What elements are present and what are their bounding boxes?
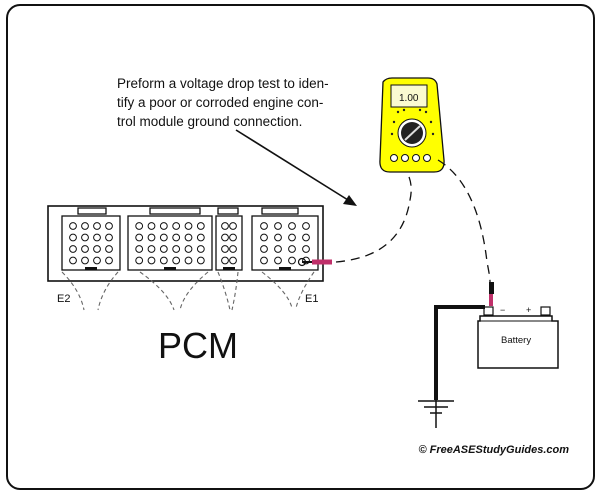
battery-negative-sign: −: [500, 305, 505, 315]
connector-pin: [93, 222, 101, 230]
connector-pin: [93, 233, 101, 242]
connector-pin: [159, 222, 168, 230]
connector-pin: [147, 245, 156, 253]
meter-display-reading: 1.00: [399, 93, 419, 104]
connector-pin: [93, 256, 101, 265]
test-lead-battery: [437, 159, 491, 283]
note-line-2: tify a poor or corroded engine con-: [117, 95, 324, 110]
ground-symbol: [418, 400, 454, 428]
pcm-connectors: [61, 215, 319, 271]
connector-pin: [159, 245, 168, 253]
connector-pin: [105, 222, 113, 230]
test-lead-pcm: [335, 169, 412, 263]
connector-pin: [274, 233, 282, 242]
connector-pin: [69, 222, 77, 230]
connector-pin: [196, 256, 205, 265]
connector-pin: [172, 233, 181, 242]
pcm-module: [47, 205, 324, 311]
connector-pin: [69, 256, 77, 265]
connector-latch: [164, 267, 176, 270]
connector-pin: [184, 233, 193, 242]
connector-pin: [196, 222, 205, 230]
connector-latch: [85, 267, 97, 270]
connector-pin: [288, 256, 296, 265]
connector-pin: [81, 233, 89, 242]
note-line-3: trol module ground connection.: [117, 114, 303, 129]
connector-pin: [229, 245, 237, 253]
pointer-arrow: [235, 129, 357, 206]
connector-pin: [274, 222, 282, 230]
connector-pin: [81, 245, 89, 253]
connector-pin: [172, 222, 181, 230]
connector-pin: [274, 245, 282, 253]
pcm-probe: [297, 257, 332, 267]
connector-pin: [302, 233, 310, 242]
connector-pin: [229, 222, 237, 230]
connector-pin: [229, 256, 237, 265]
connector-pin: [221, 256, 229, 265]
connector-pin: [229, 233, 237, 242]
instruction-note: Preform a voltage drop test to iden- tif…: [117, 74, 367, 131]
connector-pin: [288, 245, 296, 253]
connector-pin: [69, 233, 77, 242]
connector-latch: [223, 267, 235, 270]
ground-cable: [434, 305, 485, 400]
connector-pin: [260, 256, 268, 265]
connector-pin: [172, 256, 181, 265]
connector-pin: [172, 245, 181, 253]
connector-pin: [105, 256, 113, 265]
connector-pin: [105, 233, 113, 242]
connector-pin: [260, 222, 268, 230]
connector-pin: [196, 233, 205, 242]
battery-probe: [489, 282, 494, 306]
connector-pin: [184, 256, 193, 265]
connector-latch: [279, 267, 291, 270]
connector-pin: [184, 245, 193, 253]
connector-pin: [288, 233, 296, 242]
connector-pin: [196, 245, 205, 253]
battery-label: Battery: [501, 335, 531, 346]
connector-pin: [135, 233, 144, 242]
connector-pin: [274, 256, 282, 265]
ground-traces: [61, 271, 315, 311]
battery: Battery − +: [477, 305, 559, 369]
copyright-notice: © FreeASEStudyGuides.com: [418, 444, 569, 456]
connector-pin: [147, 222, 156, 230]
connector-pin: [288, 222, 296, 230]
connector-block: [215, 215, 243, 271]
connector-pin: [302, 245, 310, 253]
connector-pin: [147, 233, 156, 242]
connector-pin: [302, 222, 310, 230]
connector-pin: [81, 256, 89, 265]
connector-pin: [159, 256, 168, 265]
connector-pin: [260, 245, 268, 253]
connector-pin: [105, 245, 113, 253]
ground-e2-label: E2: [57, 293, 70, 305]
connector-pin: [260, 233, 268, 242]
pcm-label: PCM: [158, 325, 238, 366]
connector-pin: [221, 233, 229, 242]
connector-pin: [135, 222, 144, 230]
connector-pin: [135, 245, 144, 253]
connector-pin: [81, 222, 89, 230]
connector-pin: [147, 256, 156, 265]
connector-pin: [135, 256, 144, 265]
battery-positive-sign: +: [526, 305, 531, 315]
multimeter: 1.00: [379, 77, 445, 173]
ground-e1-label: E1: [305, 293, 318, 305]
note-line-1: Preform a voltage drop test to iden-: [117, 76, 329, 91]
connector-pin: [184, 222, 193, 230]
connector-pin: [69, 245, 77, 253]
connector-pin: [159, 233, 168, 242]
connector-pin: [221, 245, 229, 253]
connector-pin: [221, 222, 229, 230]
connector-pin: [93, 245, 101, 253]
